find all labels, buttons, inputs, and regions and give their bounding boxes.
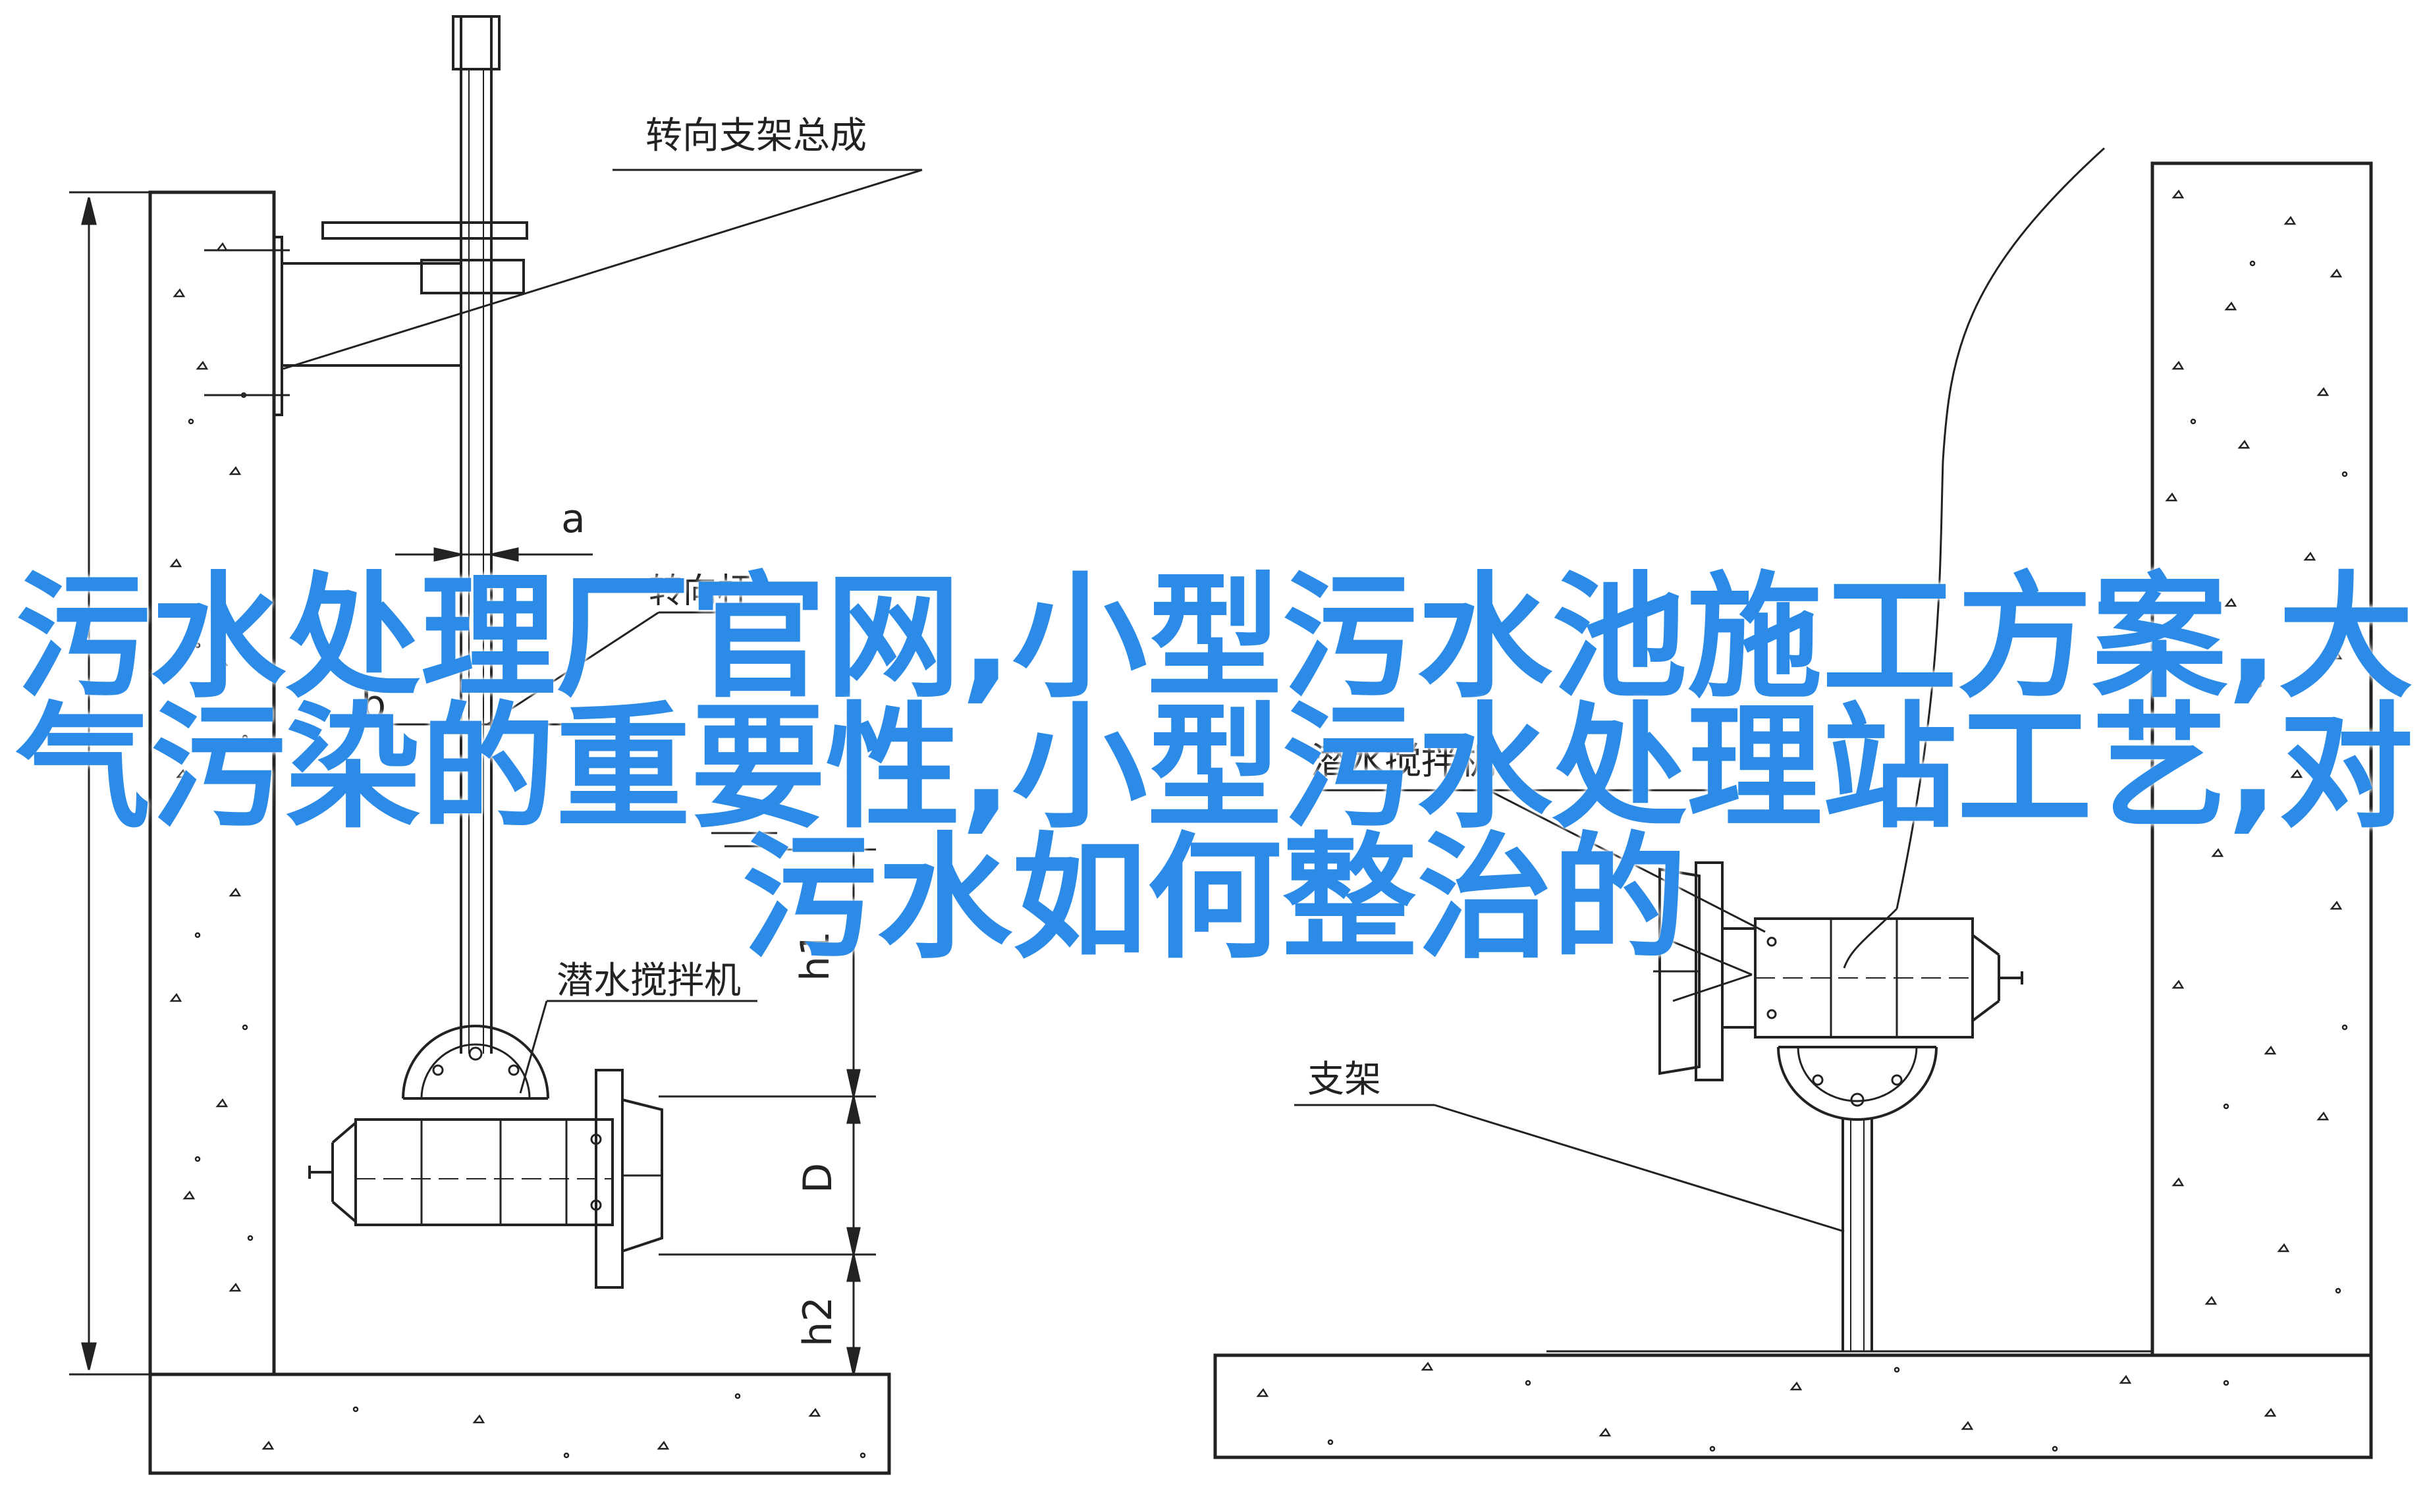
headline-overlay: 污水处理厂官网,小型污水池施工方案,大 气污染的重要性,小型污水处理站工艺,对 … (0, 560, 2429, 977)
water-level-left (711, 832, 777, 848)
leader-mixer-left-2 (519, 1000, 548, 1094)
guide-rail (452, 15, 501, 1054)
dimension-chain-right (659, 848, 876, 1375)
concrete-texture-left (169, 242, 866, 1459)
left-wall (148, 190, 891, 1475)
label-b: b (361, 682, 386, 728)
power-cable (1896, 147, 2106, 909)
dimension-b (382, 611, 724, 726)
label-lifting-bar: 转向杆 (649, 572, 751, 611)
leader-bracket-2 (1434, 1104, 1845, 1233)
label-mixer-left: 潜水搅拌机 (557, 959, 741, 1002)
label-a: a (561, 496, 586, 542)
label-h1: h1 (792, 931, 838, 981)
label-mixer-right: 潜水搅拌机 (1311, 740, 1495, 783)
power-cable-end (1843, 907, 1898, 969)
label-bracket: 支架 (1307, 1058, 1381, 1101)
headline-line-2: 气污染的重要性,小型污水处理站工艺,对 (15, 690, 2414, 847)
right-wall (1213, 161, 2373, 1459)
mixer-right (1653, 861, 2023, 1351)
wall-bracket (204, 236, 461, 416)
mixer-left (308, 1025, 663, 1289)
headline-line-3: 污水如何整治的 (742, 821, 1687, 977)
leader-mixer-right-2 (1488, 789, 1766, 933)
dimension-a (395, 547, 593, 562)
concrete-texture-right (1256, 189, 2348, 1452)
label-turning-bracket: 转向支架总成 (645, 115, 867, 157)
dimension-H (69, 191, 150, 1376)
label-D: D (795, 1163, 841, 1193)
turning-bracket-assembly (283, 169, 923, 370)
headline-line-1: 污水处理厂官网,小型污水池施工方案,大 (15, 560, 2414, 716)
label-h2: h2 (795, 1297, 841, 1347)
